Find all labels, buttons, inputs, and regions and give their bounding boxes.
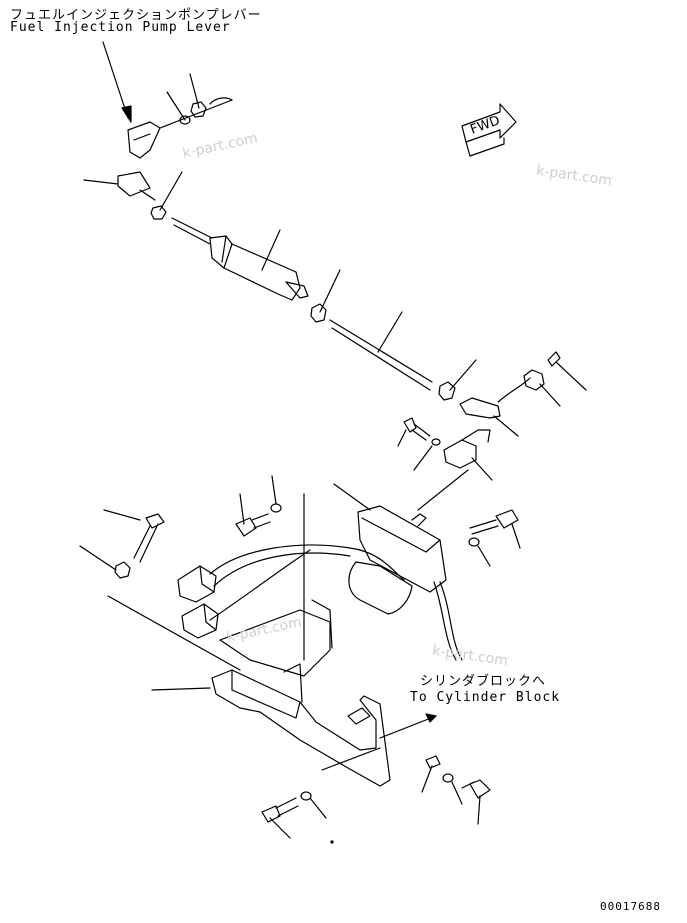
lever-arm <box>417 429 493 511</box>
bolt-left-2 <box>103 509 165 563</box>
lever-link-line <box>159 99 233 129</box>
fuel-pump-lever-label-jp: フュエルインジェクションポンプレバー <box>10 8 262 23</box>
spring-washer <box>413 438 441 471</box>
dot-mark <box>330 840 334 844</box>
bolt-left-1 <box>235 493 271 537</box>
bolt-upper <box>397 417 431 447</box>
lever-washer <box>166 91 191 125</box>
lever-pointer-arrow <box>102 41 132 123</box>
mounting-bracket <box>107 493 391 787</box>
nut-middle <box>310 269 341 323</box>
nut-upper <box>150 171 183 220</box>
cylinder-block-arrow <box>379 713 437 739</box>
cylinder-block-label-en: To Cylinder Block <box>410 690 561 705</box>
washer-left-1 <box>270 475 282 513</box>
washer-bottom <box>300 791 327 819</box>
washer-motor <box>468 537 491 567</box>
nut-left <box>79 545 131 579</box>
washer-bottom-right <box>442 773 463 805</box>
fwd-arrow-icon <box>461 103 517 157</box>
stop-motor <box>333 483 447 615</box>
lever-link-curve <box>209 97 233 105</box>
connector-upper <box>177 565 217 603</box>
rod-end-lower <box>459 397 519 437</box>
cotter-pin <box>547 351 587 391</box>
cylinder-block-label-jp: シリンダブロックへ <box>420 674 547 689</box>
connector-lower <box>181 603 219 639</box>
fuel-pump-lever <box>127 121 161 159</box>
threaded-rod <box>329 311 433 391</box>
fuel-pump-lever-label-en: Fuel Injection Pump Lever <box>10 20 231 35</box>
nut-right <box>497 369 561 407</box>
bolt-motor <box>469 509 521 549</box>
damper-cylinder <box>171 217 309 301</box>
bolt-bottom-right <box>461 779 491 825</box>
rod-end-upper <box>83 171 156 201</box>
drawing-number: 00017688 <box>600 900 661 913</box>
clip <box>421 755 441 793</box>
nut-lower <box>438 359 477 401</box>
wire-harness <box>209 544 463 661</box>
bracket-leader <box>321 747 381 771</box>
lever-nut <box>189 73 207 118</box>
bolt-bottom <box>261 797 299 839</box>
